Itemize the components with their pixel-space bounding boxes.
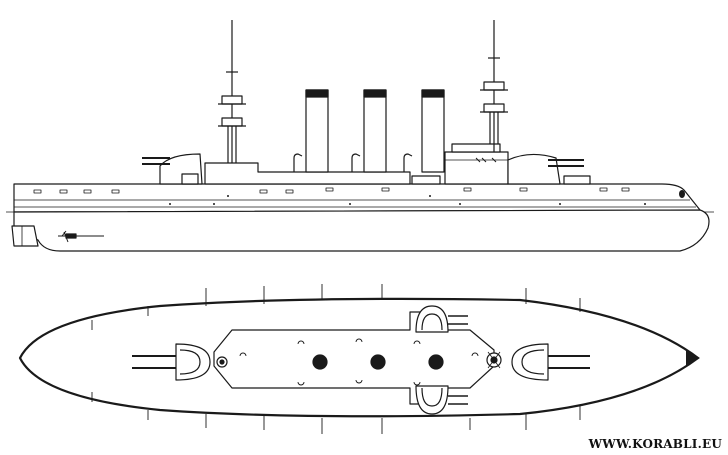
plan-funnel-middle (370, 354, 386, 370)
scuttles (169, 195, 646, 205)
deck-house-aft (181, 173, 199, 185)
plan-funnel-forward (428, 354, 444, 370)
plan-wing-turret-starboard (415, 385, 468, 415)
hawse-pipe (679, 190, 685, 198)
bridge-deck (444, 151, 509, 185)
site-watermark: WWW.KORABLI.EU (588, 437, 722, 451)
funnel-forward (421, 89, 445, 173)
rudder (11, 225, 39, 247)
funnel-aft (305, 89, 329, 173)
side-profile-view (6, 20, 714, 252)
plan-aft-turret (132, 343, 211, 381)
aft-mast (218, 20, 246, 163)
ventilator-3 (403, 153, 413, 172)
ventilator-2 (351, 153, 361, 172)
ventilator-1 (293, 153, 303, 172)
plan-wing-turret-port (415, 305, 468, 333)
hull-underwater (13, 209, 710, 252)
portholes (33, 187, 630, 194)
plan-funnel-aft (312, 354, 328, 370)
plan-view (18, 284, 700, 434)
propeller-hub (65, 233, 77, 239)
plan-bow (686, 350, 700, 366)
plan-forward-turret (511, 343, 590, 381)
bridge-flag (475, 157, 497, 163)
deck-house-mid (411, 175, 441, 185)
bridge-house (451, 143, 501, 153)
forward-mast (480, 20, 508, 152)
hull-upper (13, 183, 701, 213)
funnel-middle (363, 89, 387, 173)
plan-ventilators (239, 338, 479, 386)
deck-house-fwd (563, 175, 591, 185)
boat-booms (91, 284, 581, 434)
superstructure (204, 162, 411, 185)
forward-turret (507, 153, 561, 185)
